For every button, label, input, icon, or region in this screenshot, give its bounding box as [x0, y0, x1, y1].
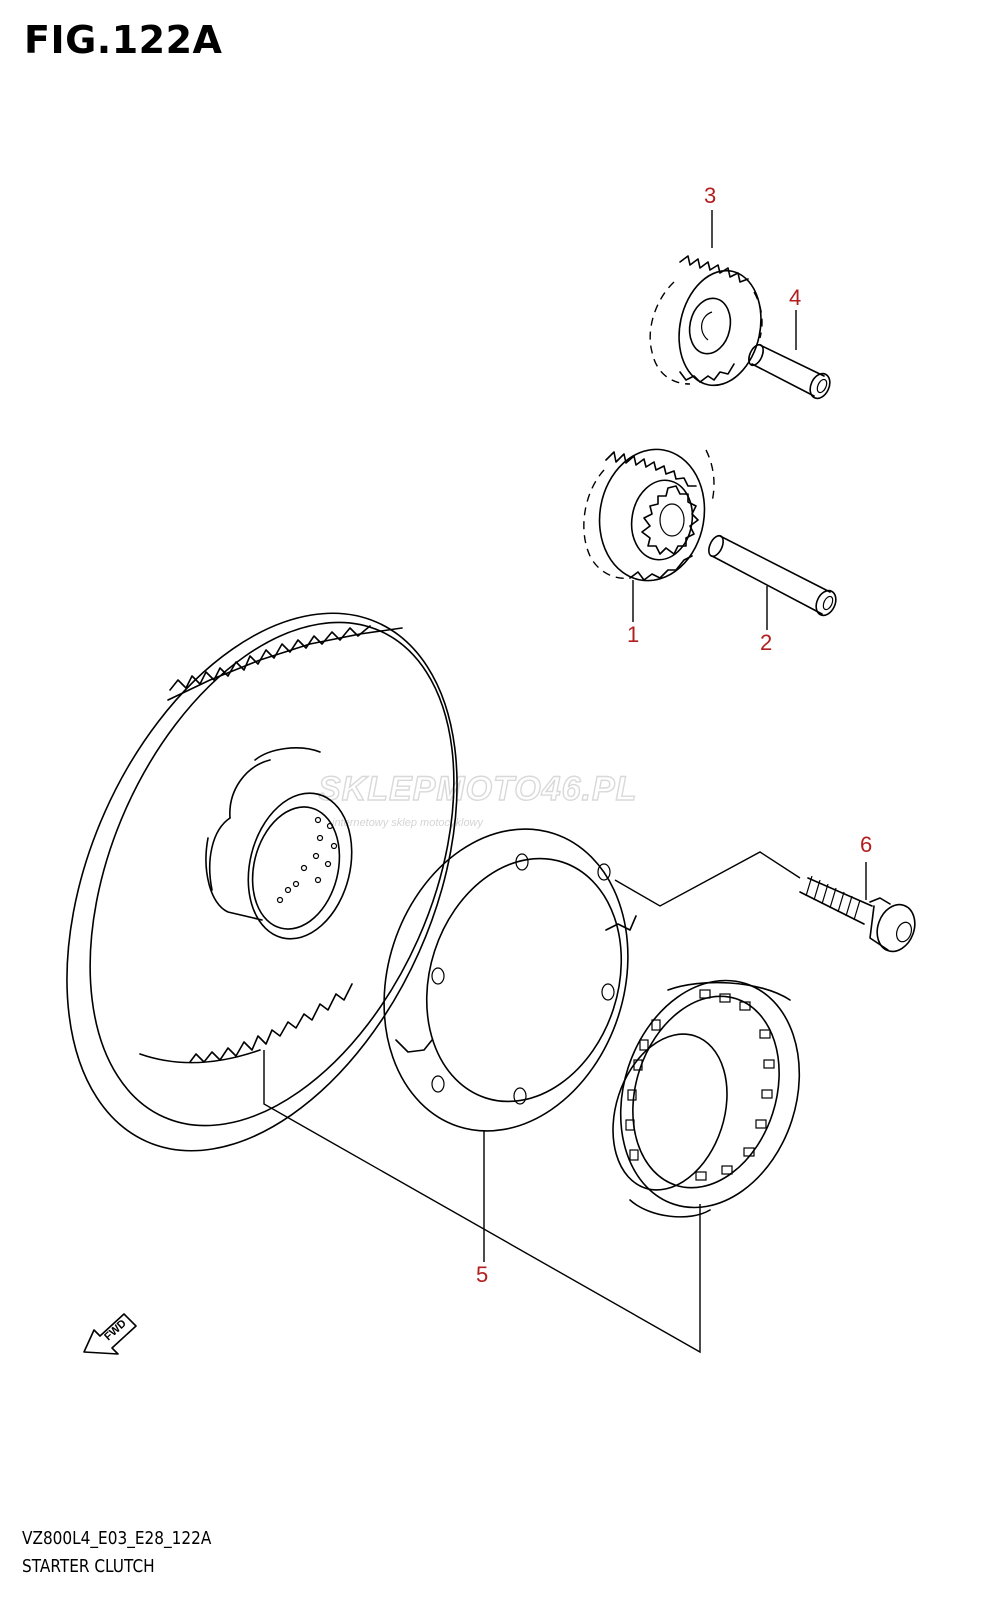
- leader-lines: [263, 210, 867, 1354]
- hub-holes: [276, 816, 338, 904]
- watermark-text: SKLEPMOTO46.PL: [318, 770, 637, 808]
- starter-clutch-housing[interactable]: [346, 797, 666, 1163]
- figure-code: VZ800L4_E03_E28_122A: [22, 1528, 212, 1549]
- starter-driven-gear[interactable]: [0, 553, 535, 1212]
- idle-gear-shaft[interactable]: [706, 533, 840, 618]
- starter-idle-gear[interactable]: [583, 441, 715, 589]
- callout-2: 2: [760, 630, 772, 655]
- watermark: SKLEPMOTO46.PL internetowy sklep motocyk…: [317, 769, 637, 829]
- callout-6: 6: [860, 832, 872, 857]
- watermark-subtext: internetowy sklep motocyklowy: [332, 817, 485, 829]
- fwd-label: FWD: [102, 1318, 129, 1344]
- callout-1: 1: [627, 622, 639, 647]
- callout-4: 4: [789, 285, 801, 310]
- one-way-clutch-bearing[interactable]: [592, 957, 827, 1231]
- reduction-gear[interactable]: [649, 255, 771, 393]
- callout-5: 5: [476, 1262, 488, 1287]
- section-name: STARTER CLUTCH: [22, 1556, 155, 1577]
- figure-title: FIG.122A: [24, 18, 223, 62]
- callout-numbers: 3 4 1 2 6 5: [476, 183, 872, 1287]
- bolt[interactable]: [799, 875, 921, 957]
- fwd-direction-arrow: FWD: [83, 1313, 137, 1355]
- reduction-gear-shaft[interactable]: [746, 342, 834, 401]
- callout-3: 3: [704, 183, 716, 208]
- roller-cells: [625, 989, 775, 1181]
